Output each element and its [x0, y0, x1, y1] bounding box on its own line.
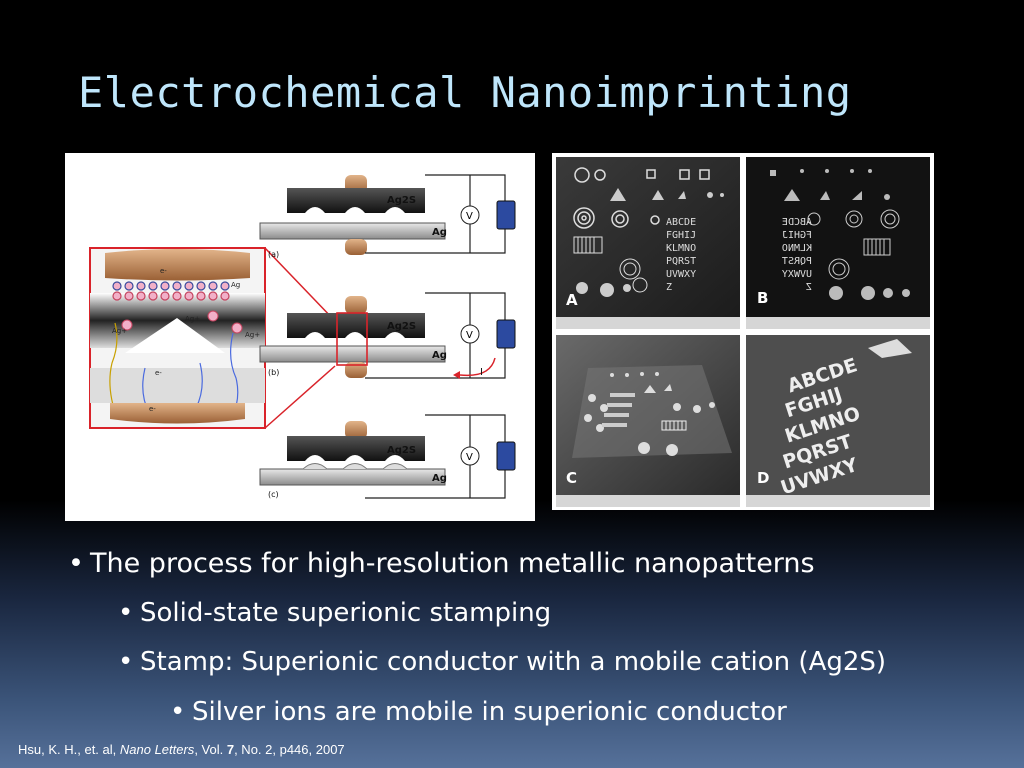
svg-text:V: V [466, 211, 473, 222]
svg-text:UVWXY: UVWXY [666, 269, 696, 280]
svg-text:KLMNO: KLMNO [782, 243, 812, 254]
svg-text:ABCDE: ABCDE [782, 217, 812, 228]
svg-text:B: B [757, 289, 768, 307]
bullet-item: •Silver ions are mobile in superionic co… [170, 697, 787, 727]
ion-row-lower [112, 291, 230, 301]
svg-text:Ag: Ag [432, 227, 447, 238]
svg-text:FGHIJ: FGHIJ [666, 230, 696, 241]
stage-b: Ag2S Ag (b) [259, 296, 447, 378]
svg-text:e-: e- [149, 405, 156, 413]
sem-panel-d: ABCDE FGHIJ KLMNO PQRST UVWXY D [746, 335, 930, 507]
ion-row-upper [112, 281, 230, 291]
svg-text:V: V [466, 330, 473, 341]
sem-letters-b: ABCDE FGHIJ KLMNO PQRST UVWXY Z [782, 217, 812, 293]
citation: Hsu, K. H., et. al, Nano Letters, Vol. 7… [18, 742, 345, 757]
sem-svg: ABCDE FGHIJ KLMNO PQRST UVWXY Z A [556, 157, 930, 507]
stage-c: Ag2S Ag (c) [259, 421, 447, 499]
svg-text:PQRST: PQRST [782, 256, 812, 267]
svg-text:UVWXY: UVWXY [782, 269, 812, 280]
svg-text:Ag: Ag [231, 281, 240, 289]
stage-a: Ag2S Ag (a) [259, 175, 447, 259]
svg-text:PQRST: PQRST [666, 256, 696, 267]
slide-title: Electrochemical Nanoimprinting [78, 68, 852, 117]
sem-figure: ABCDE FGHIJ KLMNO PQRST UVWXY Z A [552, 153, 934, 510]
svg-text:e-: e- [155, 369, 162, 377]
svg-text:C: C [566, 469, 577, 487]
svg-text:A: A [566, 291, 578, 309]
schematic-figure: Ag Ag+ Ag+ Ag+ e- e- e- Ag2S Ag (a) Ag2S [65, 153, 535, 521]
bullet-item: •Stamp: Superionic conductor with a mobi… [118, 647, 887, 677]
sem-letters-a: ABCDE FGHIJ KLMNO PQRST UVWXY Z [666, 217, 696, 293]
svg-text:KLMNO: KLMNO [666, 243, 696, 254]
svg-text:(c): (c) [268, 490, 279, 499]
svg-text:Z: Z [666, 282, 672, 293]
svg-text:Ag: Ag [432, 473, 447, 484]
sem-panel-c: C [556, 335, 740, 507]
svg-text:Z: Z [806, 282, 812, 293]
svg-text:Ag+: Ag+ [112, 327, 127, 335]
voltmeters: V V V [460, 205, 480, 466]
svg-text:ABCDE: ABCDE [666, 217, 696, 228]
bullet-item: •The process for high-resolution metalli… [68, 548, 815, 579]
batteries [496, 200, 516, 471]
svg-text:Ag2S: Ag2S [387, 195, 416, 206]
svg-text:Ag2S: Ag2S [387, 445, 416, 456]
svg-text:D: D [757, 469, 769, 487]
bullet-item: •Solid-state superionic stamping [118, 598, 552, 628]
svg-text:I: I [480, 367, 483, 378]
svg-text:Ag+: Ag+ [245, 331, 260, 339]
svg-text:Ag+: Ag+ [185, 315, 200, 323]
zoom-bottom-electrode [110, 403, 245, 424]
zoom-top-electrode [105, 249, 250, 281]
svg-text:Ag: Ag [432, 350, 447, 361]
svg-text:V: V [466, 452, 473, 463]
svg-text:(a): (a) [268, 250, 279, 259]
sem-panel-a: ABCDE FGHIJ KLMNO PQRST UVWXY Z A [556, 157, 740, 329]
sem-panel-b: ABCDE FGHIJ KLMNO PQRST UVWXY Z B [746, 157, 930, 329]
svg-text:FGHIJ: FGHIJ [782, 230, 812, 241]
zoom-source-box [336, 312, 368, 366]
svg-text:Ag2S: Ag2S [387, 321, 416, 332]
svg-text:e-: e- [160, 267, 167, 275]
svg-text:(b): (b) [268, 368, 279, 377]
schematic-svg: Ag Ag+ Ag+ Ag+ e- e- e- Ag2S Ag (a) Ag2S [89, 174, 516, 499]
